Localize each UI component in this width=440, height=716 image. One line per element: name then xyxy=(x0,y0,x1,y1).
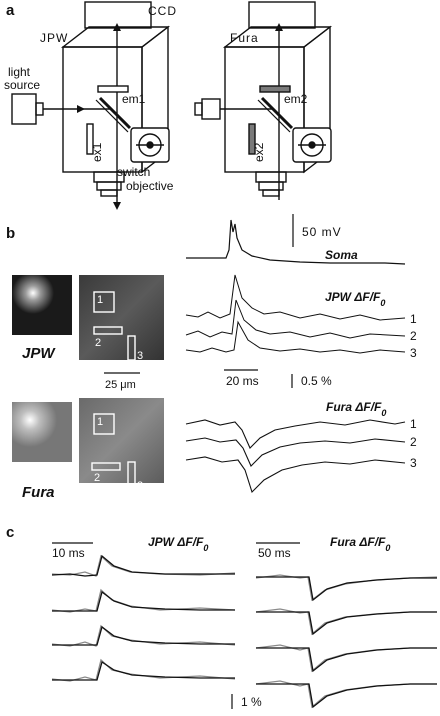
jpw-objective-bot xyxy=(100,189,118,197)
jpw-em1-filter xyxy=(97,85,129,93)
light-source-connector xyxy=(35,102,44,116)
ex1-label: ex1 xyxy=(90,142,104,162)
scale-0-5pct-label: 0.5 % xyxy=(301,374,332,388)
jpw-rois xyxy=(93,291,136,361)
fura-trace-num-1: 1 xyxy=(410,417,417,431)
jpw-trace-3 xyxy=(185,320,406,354)
jpw-rig-diagram xyxy=(11,1,171,210)
fura-trace-3 xyxy=(185,456,406,494)
objective-label: objective xyxy=(126,179,174,193)
fura-ccd-box xyxy=(248,1,316,29)
panel-c-fura-traces xyxy=(255,574,438,709)
ex2-label: ex2 xyxy=(252,142,266,162)
light-source-box xyxy=(11,93,37,125)
fura-roi-1: 1 xyxy=(97,416,103,428)
fura-zoom-image xyxy=(79,398,164,483)
scale-10ms-label: 10 ms xyxy=(52,546,85,560)
fura-light-connector xyxy=(194,102,203,116)
fura-rig-diagram xyxy=(194,1,333,200)
jpw-zoom-image xyxy=(79,275,164,360)
jpw-trace-num-3: 3 xyxy=(410,346,417,360)
fura-ex2-filter xyxy=(248,123,256,155)
ccd-label: CCD xyxy=(148,4,177,18)
fura-roi-3: 3 xyxy=(137,480,143,492)
jpw-trace-1 xyxy=(185,274,406,321)
scale-1pct-label: 1 % xyxy=(241,695,262,709)
fura-objective-bot xyxy=(262,189,280,197)
jpw-overview-image xyxy=(12,275,72,335)
jpw-trace-num-2: 2 xyxy=(410,329,417,343)
fura-em2-filter xyxy=(259,85,291,93)
em1-label: em1 xyxy=(122,92,146,106)
scale-50ms-label: 50 ms xyxy=(258,546,291,560)
jpw-ex1-filter xyxy=(86,123,94,155)
panel-c-jpw-title: JPW ΔF/F0 xyxy=(148,535,208,553)
jpw-trace-title: JPW ΔF/F0 xyxy=(325,290,385,308)
panel-c-jpw-traces xyxy=(51,554,236,682)
jpw-dichroic-1 xyxy=(98,96,132,130)
soma-trace xyxy=(186,219,406,265)
jpw-trace-num-1: 1 xyxy=(410,312,417,326)
switch-label: switch xyxy=(117,165,150,179)
jpw-roi-1: 1 xyxy=(97,294,103,306)
fura-rig-label: Fura xyxy=(230,31,259,45)
jpw-roi-2: 2 xyxy=(95,337,101,349)
fura-roi-2: 2 xyxy=(94,472,100,484)
jpw-roi-3: 3 xyxy=(137,350,143,362)
em2-label: em2 xyxy=(284,92,308,106)
jpw-dichroic-2 xyxy=(95,99,129,133)
scale-50mv-label: 50 mV xyxy=(302,225,342,239)
fura-objective-top xyxy=(255,171,287,183)
light-source-label-1: light xyxy=(8,65,31,79)
scale-20ms-label: 20 ms xyxy=(226,374,259,388)
fura-trace-2 xyxy=(185,437,406,467)
panel-c-fura-title: Fura ΔF/F0 xyxy=(330,535,390,553)
scale-25um-label: 25 μm xyxy=(105,379,136,391)
fura-trace-num-3: 3 xyxy=(410,456,417,470)
fura-rois xyxy=(91,413,136,485)
jpw-rig-label: JPW xyxy=(40,31,68,45)
panel-a-label: a xyxy=(6,2,15,19)
jpw-ccd-box xyxy=(84,1,152,29)
jpw-image-label: JPW xyxy=(22,345,56,362)
jpw-trace-2 xyxy=(185,299,406,339)
fura-trace-title: Fura ΔF/F0 xyxy=(326,400,386,418)
panel-c-label: c xyxy=(6,524,14,541)
fura-trace-num-2: 2 xyxy=(410,435,417,449)
panel-b-label: b xyxy=(6,225,15,242)
fura-image-label: Fura xyxy=(22,484,55,501)
light-source-label-2: source xyxy=(4,78,40,92)
soma-label: Soma xyxy=(325,248,358,262)
fura-overview-image xyxy=(12,402,72,462)
fura-trace-1 xyxy=(185,419,406,449)
